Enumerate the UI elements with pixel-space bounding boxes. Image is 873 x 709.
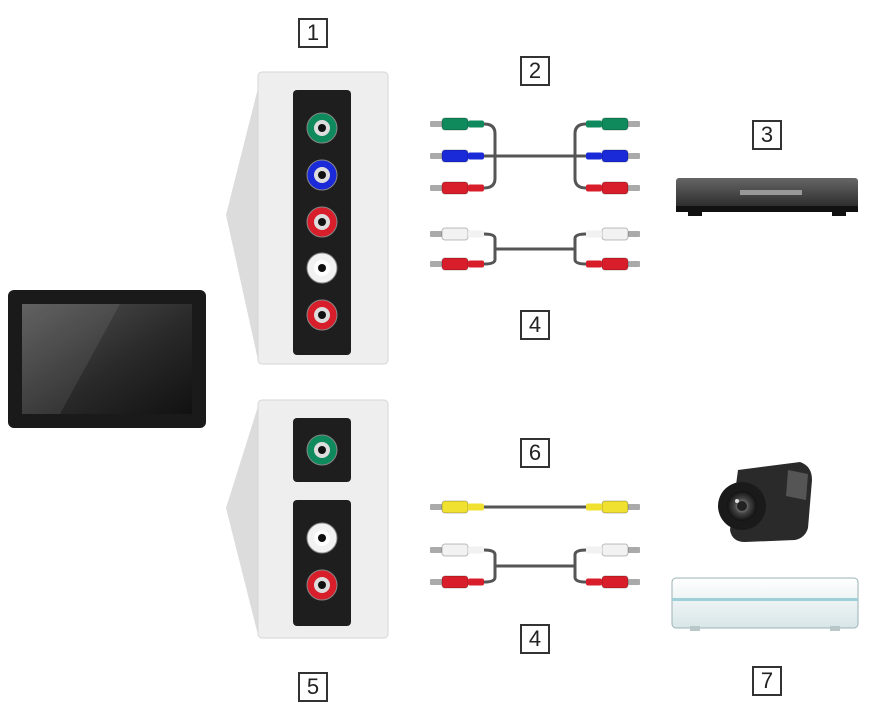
jack-blue xyxy=(306,159,338,191)
flat-tv-icon xyxy=(8,290,206,428)
game-console-icon xyxy=(671,577,859,631)
component-video-cable xyxy=(430,117,640,195)
dvd-player-icon xyxy=(676,178,858,216)
zoom-wedge-lower xyxy=(226,400,260,635)
label-4-audio-cable-upper: 4 xyxy=(520,310,550,340)
jack-red xyxy=(306,299,338,331)
zoom-wedge-upper xyxy=(226,80,260,360)
jack-green xyxy=(306,112,338,144)
label-4-audio-cable-lower: 4 xyxy=(520,624,550,654)
jack-red-audio xyxy=(306,569,338,601)
label-7-devices: 7 xyxy=(752,666,782,696)
camcorder-icon xyxy=(718,462,812,542)
jack-white-audio xyxy=(306,522,338,554)
label-2-component-cable: 2 xyxy=(520,56,550,86)
composite-video-cable xyxy=(430,500,640,514)
label-5-av-terminal: 5 xyxy=(298,672,328,702)
jack-red xyxy=(306,206,338,238)
jack-white xyxy=(306,252,338,284)
jack-green-video xyxy=(306,434,338,466)
label-1-component-terminal: 1 xyxy=(298,18,328,48)
label-3-player: 3 xyxy=(752,120,782,150)
audio-cable-lower xyxy=(430,543,640,589)
audio-cable-upper xyxy=(430,227,640,271)
label-6-video-cable: 6 xyxy=(520,438,550,468)
